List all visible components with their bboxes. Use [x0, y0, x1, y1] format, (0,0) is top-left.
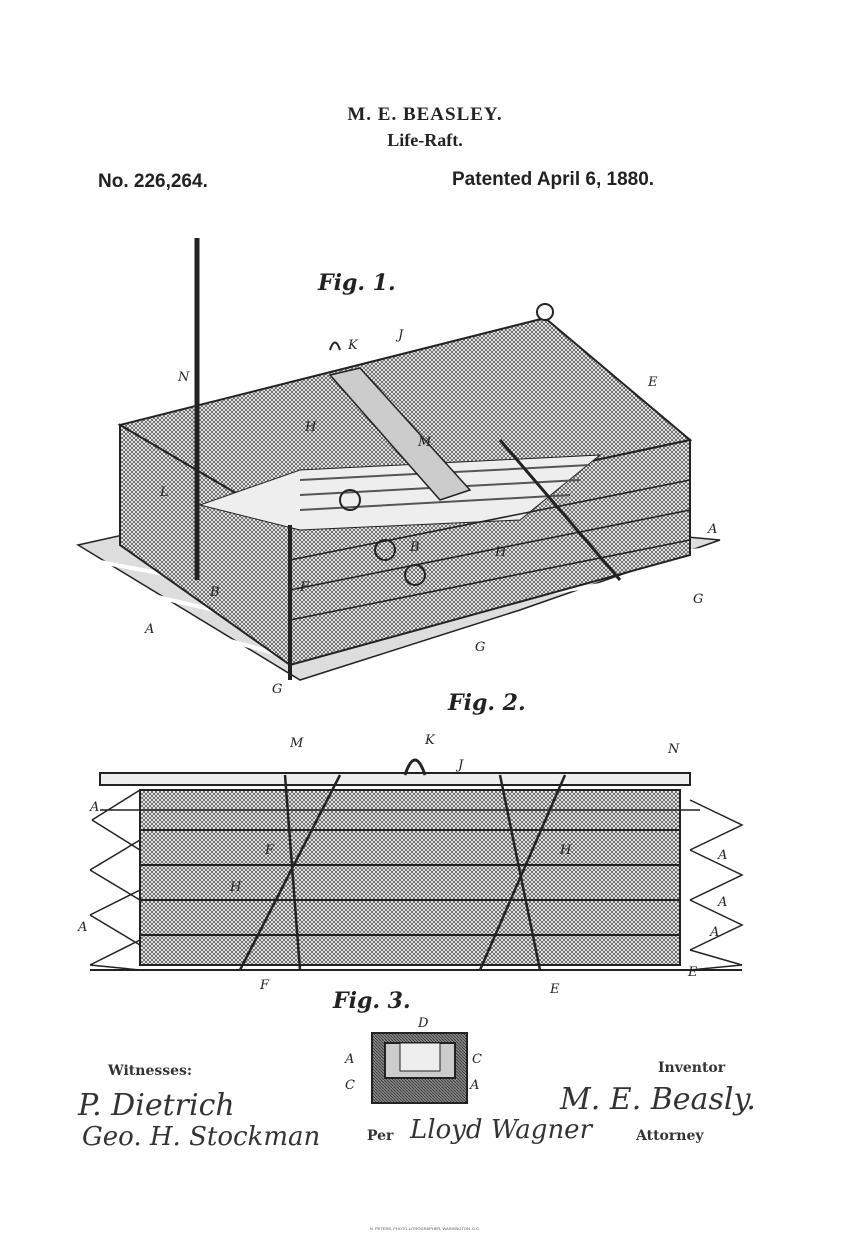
- fig2-letter: F: [265, 843, 275, 858]
- fig2-letter: A: [78, 920, 88, 935]
- per-label: Per: [367, 1128, 394, 1144]
- fig1-letter: F: [300, 580, 310, 595]
- witness-2-signature: Geo. H. Stockman: [82, 1122, 321, 1152]
- fig1-letter: A: [708, 522, 718, 537]
- fig1-letter: B: [210, 585, 220, 600]
- fig2-letter: H: [560, 843, 572, 858]
- figure-3-drawing: [371, 1032, 468, 1104]
- fig2-letter: J: [458, 758, 464, 773]
- fig2-letter: N: [668, 742, 680, 757]
- witnesses-label: Witnesses:: [108, 1063, 193, 1079]
- fig-1-label: Fig. 1.: [318, 270, 396, 296]
- fig2-letter: F: [260, 978, 270, 993]
- fig-2-label: Fig. 2.: [448, 690, 526, 716]
- fig3-letter: A: [345, 1052, 355, 1067]
- fig1-letter: J: [398, 328, 404, 343]
- patent-number: No. 226,264.: [98, 171, 208, 192]
- fig1-letter: H: [305, 420, 317, 435]
- fig2-letter: K: [425, 733, 435, 748]
- fig3-letter: C: [345, 1078, 355, 1093]
- figure-1-drawing: [76, 238, 721, 681]
- patent-date: Patented April 6, 1880.: [452, 169, 655, 190]
- figure-2-drawing: [89, 758, 744, 971]
- fig2-letter: A: [710, 925, 720, 940]
- inventor-name: M. E. BEASLEY.: [347, 104, 503, 125]
- fig1-letter: K: [348, 338, 358, 353]
- fig2-letter: A: [718, 848, 728, 863]
- fig3-letter: C: [472, 1052, 482, 1067]
- fig2-letter: A: [90, 800, 100, 815]
- fig2-letter: A: [718, 895, 728, 910]
- fig2-letter: E: [688, 965, 698, 980]
- attorney-signature: Lloyd Wagner: [410, 1115, 592, 1145]
- witness-1-signature: P. Dietrich: [78, 1088, 235, 1123]
- printer-credit: N. PETERS, PHOTO-LITHOGRAPHER, WASHINGTO…: [369, 1226, 481, 1231]
- fig1-letter: N: [178, 370, 190, 385]
- fig2-letter: M: [290, 736, 304, 751]
- fig3-letter: D: [418, 1016, 429, 1031]
- fig1-letter: A: [145, 622, 155, 637]
- inventor-signature: M. E. Beasly.: [560, 1082, 756, 1117]
- fig3-letter: A: [470, 1078, 480, 1093]
- fig1-letter: H: [495, 545, 507, 560]
- fig-3-label: Fig. 3.: [333, 988, 411, 1014]
- attorney-label: Attorney: [636, 1128, 704, 1144]
- fig1-letter: G: [272, 682, 283, 697]
- fig2-letter: H: [230, 880, 242, 895]
- fig1-letter: E: [648, 375, 658, 390]
- fig1-letter: L: [160, 485, 169, 500]
- fig2-letter: E: [550, 982, 560, 997]
- inventor-label: Inventor: [658, 1060, 726, 1076]
- fig1-letter: B: [410, 540, 420, 555]
- fig1-letter: M: [418, 435, 432, 450]
- fig1-letter: G: [693, 592, 704, 607]
- patent-title: Life-Raft.: [387, 130, 463, 150]
- fig1-letter: G: [475, 640, 486, 655]
